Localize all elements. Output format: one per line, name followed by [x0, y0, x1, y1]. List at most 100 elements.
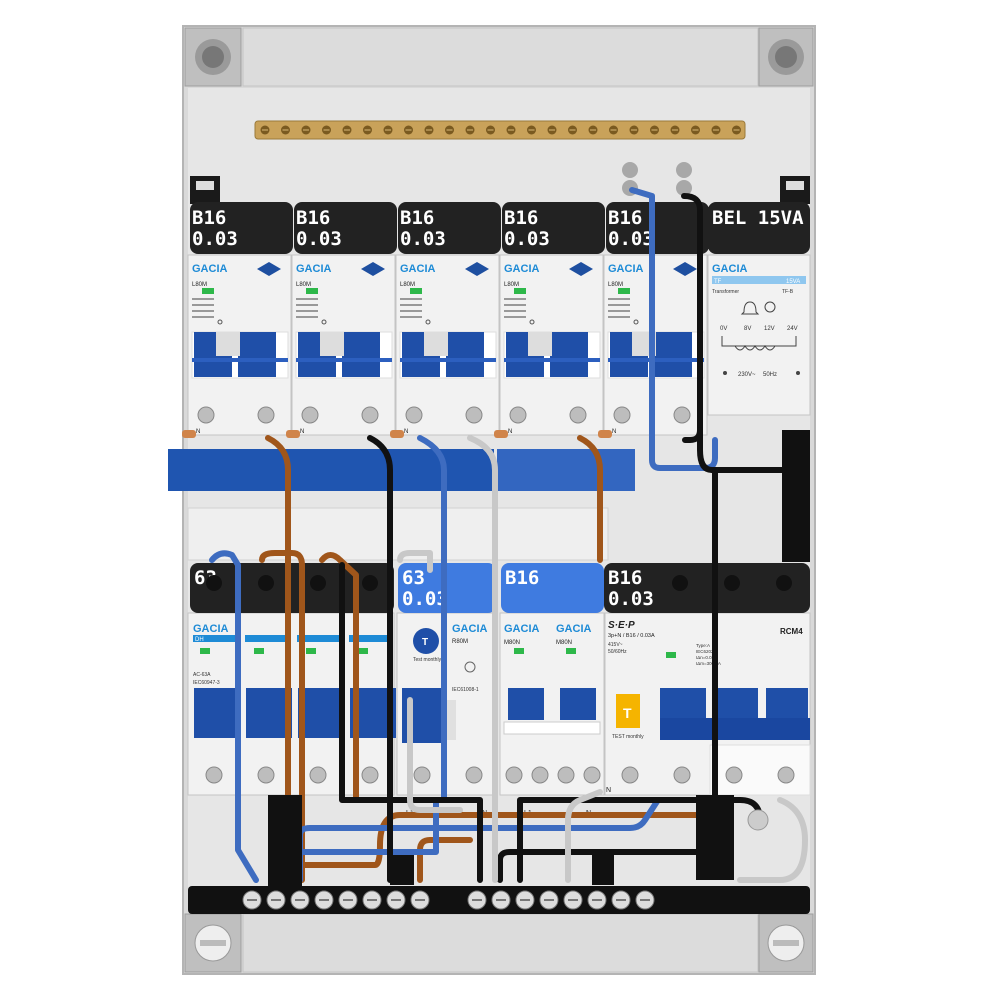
transformer-mains: 230V~ — [738, 372, 756, 378]
wire-stub — [286, 430, 300, 438]
breaker-handle[interactable] — [298, 688, 344, 738]
winding-symbol — [721, 336, 797, 351]
breaker-handle[interactable] — [766, 688, 808, 718]
pole-strip — [245, 635, 288, 642]
spec-line — [192, 316, 214, 318]
spec-line — [504, 316, 526, 318]
spec-line — [608, 304, 630, 306]
breaker-handle[interactable] — [560, 688, 596, 720]
breaker-label-plate — [502, 202, 605, 254]
breaker-model: L80M — [400, 282, 415, 288]
spec-line — [400, 298, 422, 300]
rating: AC-63A — [193, 672, 211, 678]
terminal-screw — [673, 406, 691, 424]
wire-grey-3 — [407, 697, 463, 813]
terminal-label-n: N — [196, 429, 200, 435]
top-cover — [242, 27, 759, 87]
earth-busbar — [254, 120, 746, 140]
wire-grey-4 — [565, 789, 603, 883]
terminal-screw-top — [206, 575, 222, 591]
label-plate — [190, 563, 394, 613]
wire-brown-1 — [265, 435, 291, 883]
handle-bar — [504, 358, 600, 362]
wire-grey-5 — [737, 797, 808, 883]
model: R80M — [452, 639, 468, 645]
terminal-label-n: N — [404, 429, 408, 435]
terminal-screw — [465, 406, 483, 424]
breaker-label-plate — [606, 202, 709, 254]
terminal-screw — [361, 766, 379, 784]
breaker-label-line1: B16 — [504, 207, 538, 229]
bottom-cover — [242, 913, 759, 973]
rcbo-freq: 50/60Hz — [608, 649, 627, 655]
terminal-screw-top — [776, 575, 792, 591]
breaker-handle[interactable] — [194, 688, 240, 738]
breaker-handle[interactable] — [508, 688, 544, 720]
brand: GACIA — [556, 623, 592, 635]
spec-line — [504, 310, 526, 312]
spec-line — [296, 310, 318, 312]
label-line1: 63 — [402, 567, 425, 589]
rcm-type: Type:A — [696, 643, 710, 648]
handle-bar — [608, 358, 704, 362]
spec-line — [400, 316, 422, 318]
spec-line — [296, 298, 318, 300]
breaker-handle[interactable] — [714, 688, 758, 718]
voltage-8: 8V — [744, 326, 751, 332]
brand-diamond-icon — [673, 262, 697, 276]
test-button-glyph: T — [623, 705, 632, 721]
test-button[interactable] — [413, 628, 439, 654]
status-window — [410, 288, 422, 294]
terminal-screw — [583, 766, 601, 784]
rcm-idn: IΔn=0.03A — [696, 655, 717, 660]
status-window — [514, 648, 524, 654]
brand-diamond-icon — [361, 262, 385, 276]
status-window — [306, 648, 316, 654]
terminal-screw — [257, 406, 275, 424]
handle-bar — [503, 721, 601, 735]
terminal-screw — [205, 766, 223, 784]
grommet — [747, 809, 769, 831]
breaker-handle[interactable] — [654, 332, 692, 377]
breaker-handle[interactable] — [246, 688, 292, 738]
breaker-label-line1: B16 — [296, 207, 330, 229]
breaker-label-line2: 0.03 — [192, 228, 238, 250]
model: DH — [195, 637, 204, 643]
indicator — [464, 661, 476, 673]
handle-bar — [296, 358, 392, 362]
terminal-screw — [197, 406, 215, 424]
breaker-brand: GACIA — [296, 263, 332, 275]
status-window — [514, 288, 526, 294]
terminal-label-n: N — [508, 429, 512, 435]
terminal-screw-top — [310, 575, 326, 591]
spec: IEC61008-1 — [452, 687, 479, 693]
spec-line — [296, 304, 318, 306]
model: M80N — [556, 640, 572, 646]
breaker-handle[interactable] — [446, 332, 484, 377]
breaker-model: L80M — [504, 282, 519, 288]
rcm-idm: IΔm=300mA — [696, 661, 721, 666]
rcm-standard: IEC62020 — [696, 649, 717, 654]
handle-bar — [660, 718, 810, 740]
neutral-connector-far — [696, 795, 734, 880]
pole-strip — [297, 635, 340, 642]
test-button-glyph: T — [422, 637, 428, 648]
terminal-screw — [725, 766, 743, 784]
terminal-screw — [673, 766, 691, 784]
breaker-handle[interactable] — [238, 332, 276, 377]
wire-stub — [598, 430, 612, 438]
wire-stub — [494, 430, 508, 438]
breaker-label-line1: B16 — [192, 207, 226, 229]
label-line1: B16 — [608, 567, 642, 589]
spec: IEC60947-3 — [193, 680, 220, 686]
breaker-label-plate — [190, 202, 293, 254]
wire-grey-1 — [467, 435, 498, 883]
breaker-handle[interactable] — [342, 332, 380, 377]
breaker-handle[interactable] — [550, 332, 588, 377]
breaker-brand: GACIA — [504, 263, 540, 275]
label-line1: B16 — [505, 567, 539, 589]
test-button[interactable] — [616, 694, 640, 728]
